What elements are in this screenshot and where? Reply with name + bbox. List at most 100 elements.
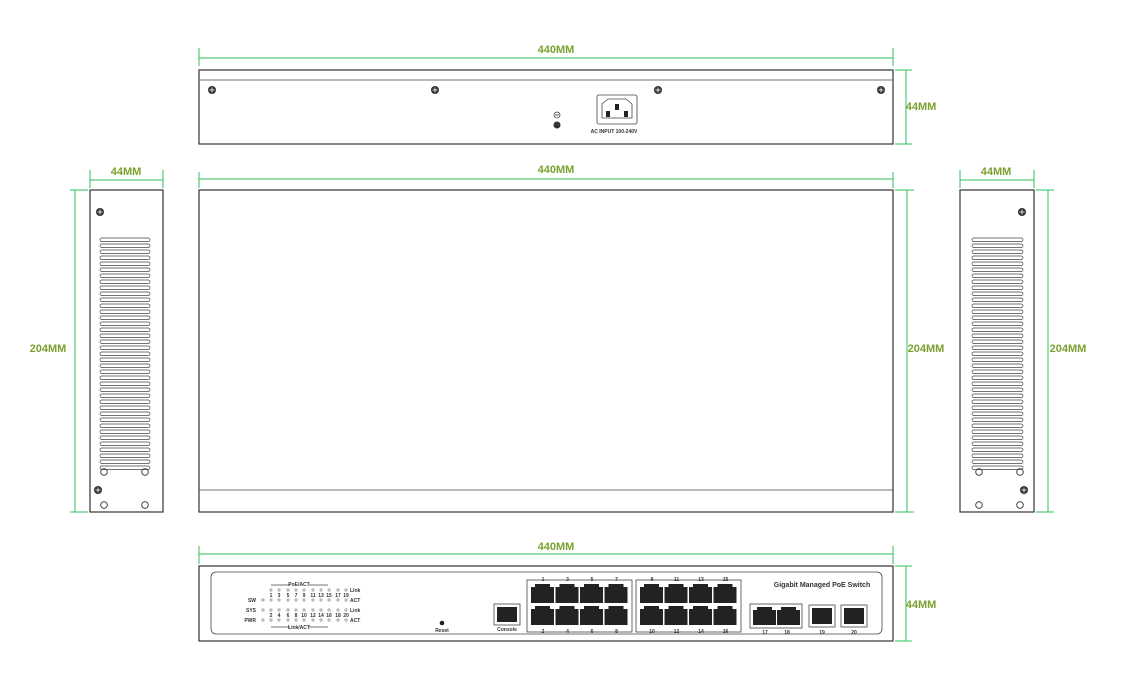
vent-slot (971, 351, 1024, 356)
vent-slot (971, 357, 1024, 362)
port-number-label: 14 (698, 629, 704, 635)
reset-button[interactable] (439, 620, 445, 626)
vent-slot (971, 429, 1024, 434)
vent-slot (971, 267, 1024, 272)
vent-slot (99, 327, 151, 332)
led-port-number: 5 (287, 593, 290, 599)
rj45-port[interactable] (604, 584, 628, 603)
mount-hole (975, 468, 983, 476)
act-row-label: ACT (350, 598, 360, 604)
act-row-label-2: ACT (350, 618, 360, 624)
vent-slot (99, 333, 151, 338)
rj45-port[interactable] (580, 584, 603, 603)
vent-slot (971, 303, 1024, 308)
rj45-port[interactable] (640, 584, 663, 603)
console-port[interactable] (493, 603, 521, 626)
port-number-label: 13 (698, 577, 704, 583)
sfp-port-20[interactable] (844, 608, 864, 624)
led (336, 598, 340, 602)
rj45-port[interactable] (580, 606, 603, 625)
sys-led-label: SYS (246, 608, 257, 614)
uplink-port-18[interactable] (777, 607, 800, 625)
mount-hole (1016, 501, 1024, 509)
rj45-port[interactable] (555, 606, 579, 625)
port-number-label: 15 (723, 577, 729, 583)
vent-slot (971, 321, 1024, 326)
vent-slot (971, 417, 1024, 422)
right-width-label: 44MM (981, 166, 1012, 178)
rear-height-label: 44MM (906, 101, 937, 113)
vent-slot (99, 309, 151, 314)
vent-slot (971, 285, 1024, 290)
screw-icon (94, 486, 102, 494)
vent-slot (99, 393, 151, 398)
rj45-port[interactable] (664, 584, 688, 603)
led-port-number: 16 (326, 613, 332, 619)
port-number-label: 2 (542, 629, 545, 635)
uplink-port-17[interactable] (753, 607, 776, 625)
vent-slot (99, 411, 151, 416)
led (319, 608, 323, 612)
top-depth-label: 204MM (908, 343, 945, 355)
poe-act-label: PoE/ACT (288, 582, 309, 588)
led (319, 588, 323, 592)
rj45-port[interactable] (640, 606, 663, 625)
led-port-number: 9 (303, 593, 306, 599)
vent-slot (971, 261, 1024, 266)
vent-slot (971, 363, 1024, 368)
vent-slot (99, 303, 151, 308)
vent-slot (971, 345, 1024, 350)
rj45-port[interactable] (531, 584, 554, 603)
vent-slot (971, 243, 1024, 248)
rj45-port[interactable] (689, 584, 712, 603)
sfp-port-19[interactable] (812, 608, 832, 624)
vent-slot (971, 435, 1024, 440)
rear-panel-outline (198, 69, 894, 145)
mount-hole (100, 501, 108, 509)
led (319, 598, 323, 602)
front-width-label: 440MM (538, 541, 575, 553)
rj45-port[interactable] (713, 584, 737, 603)
rj45-port[interactable] (664, 606, 688, 625)
vent-slot (971, 297, 1024, 302)
screw-icon (1018, 208, 1026, 216)
left-side-view: 44MM 204MM (30, 166, 164, 513)
rj45-port[interactable] (604, 606, 628, 625)
vent-slot (971, 399, 1024, 404)
rj45-port[interactable] (531, 606, 554, 625)
vent-slot (971, 327, 1024, 332)
right-depth-label: 204MM (1050, 343, 1087, 355)
vent-slot (971, 381, 1024, 386)
rj45-port[interactable] (713, 606, 737, 625)
vent-slot (971, 249, 1024, 254)
led-port-number: 18 (335, 613, 341, 619)
vent-slot (971, 447, 1024, 452)
screw-icon (431, 86, 439, 94)
vent-slot (99, 291, 151, 296)
vent-slot (99, 255, 151, 260)
led-port-number: 11 (310, 593, 316, 599)
port-number-label: 16 (723, 629, 729, 635)
screw-icon (877, 86, 885, 94)
port-number-label: 3 (566, 577, 569, 583)
rj45-port[interactable] (689, 606, 712, 625)
vent-slot (971, 315, 1024, 320)
screw-icon (208, 86, 216, 94)
led-port-number: 14 (318, 613, 324, 619)
port-20-label: 20 (851, 630, 857, 636)
led-port-number: 13 (318, 593, 324, 599)
vent-slot (99, 447, 151, 452)
vent-slot (971, 309, 1024, 314)
led (277, 588, 281, 592)
led (336, 588, 340, 592)
vent-slot (99, 339, 151, 344)
vent-slot (99, 387, 151, 392)
rj45-port[interactable] (555, 584, 579, 603)
led-port-number: 4 (278, 613, 281, 619)
vent-slot (971, 453, 1024, 458)
left-depth-label: 204MM (30, 343, 67, 355)
led (344, 588, 348, 592)
led (344, 608, 348, 612)
port-number-label: 11 (674, 577, 680, 583)
led (286, 588, 290, 592)
